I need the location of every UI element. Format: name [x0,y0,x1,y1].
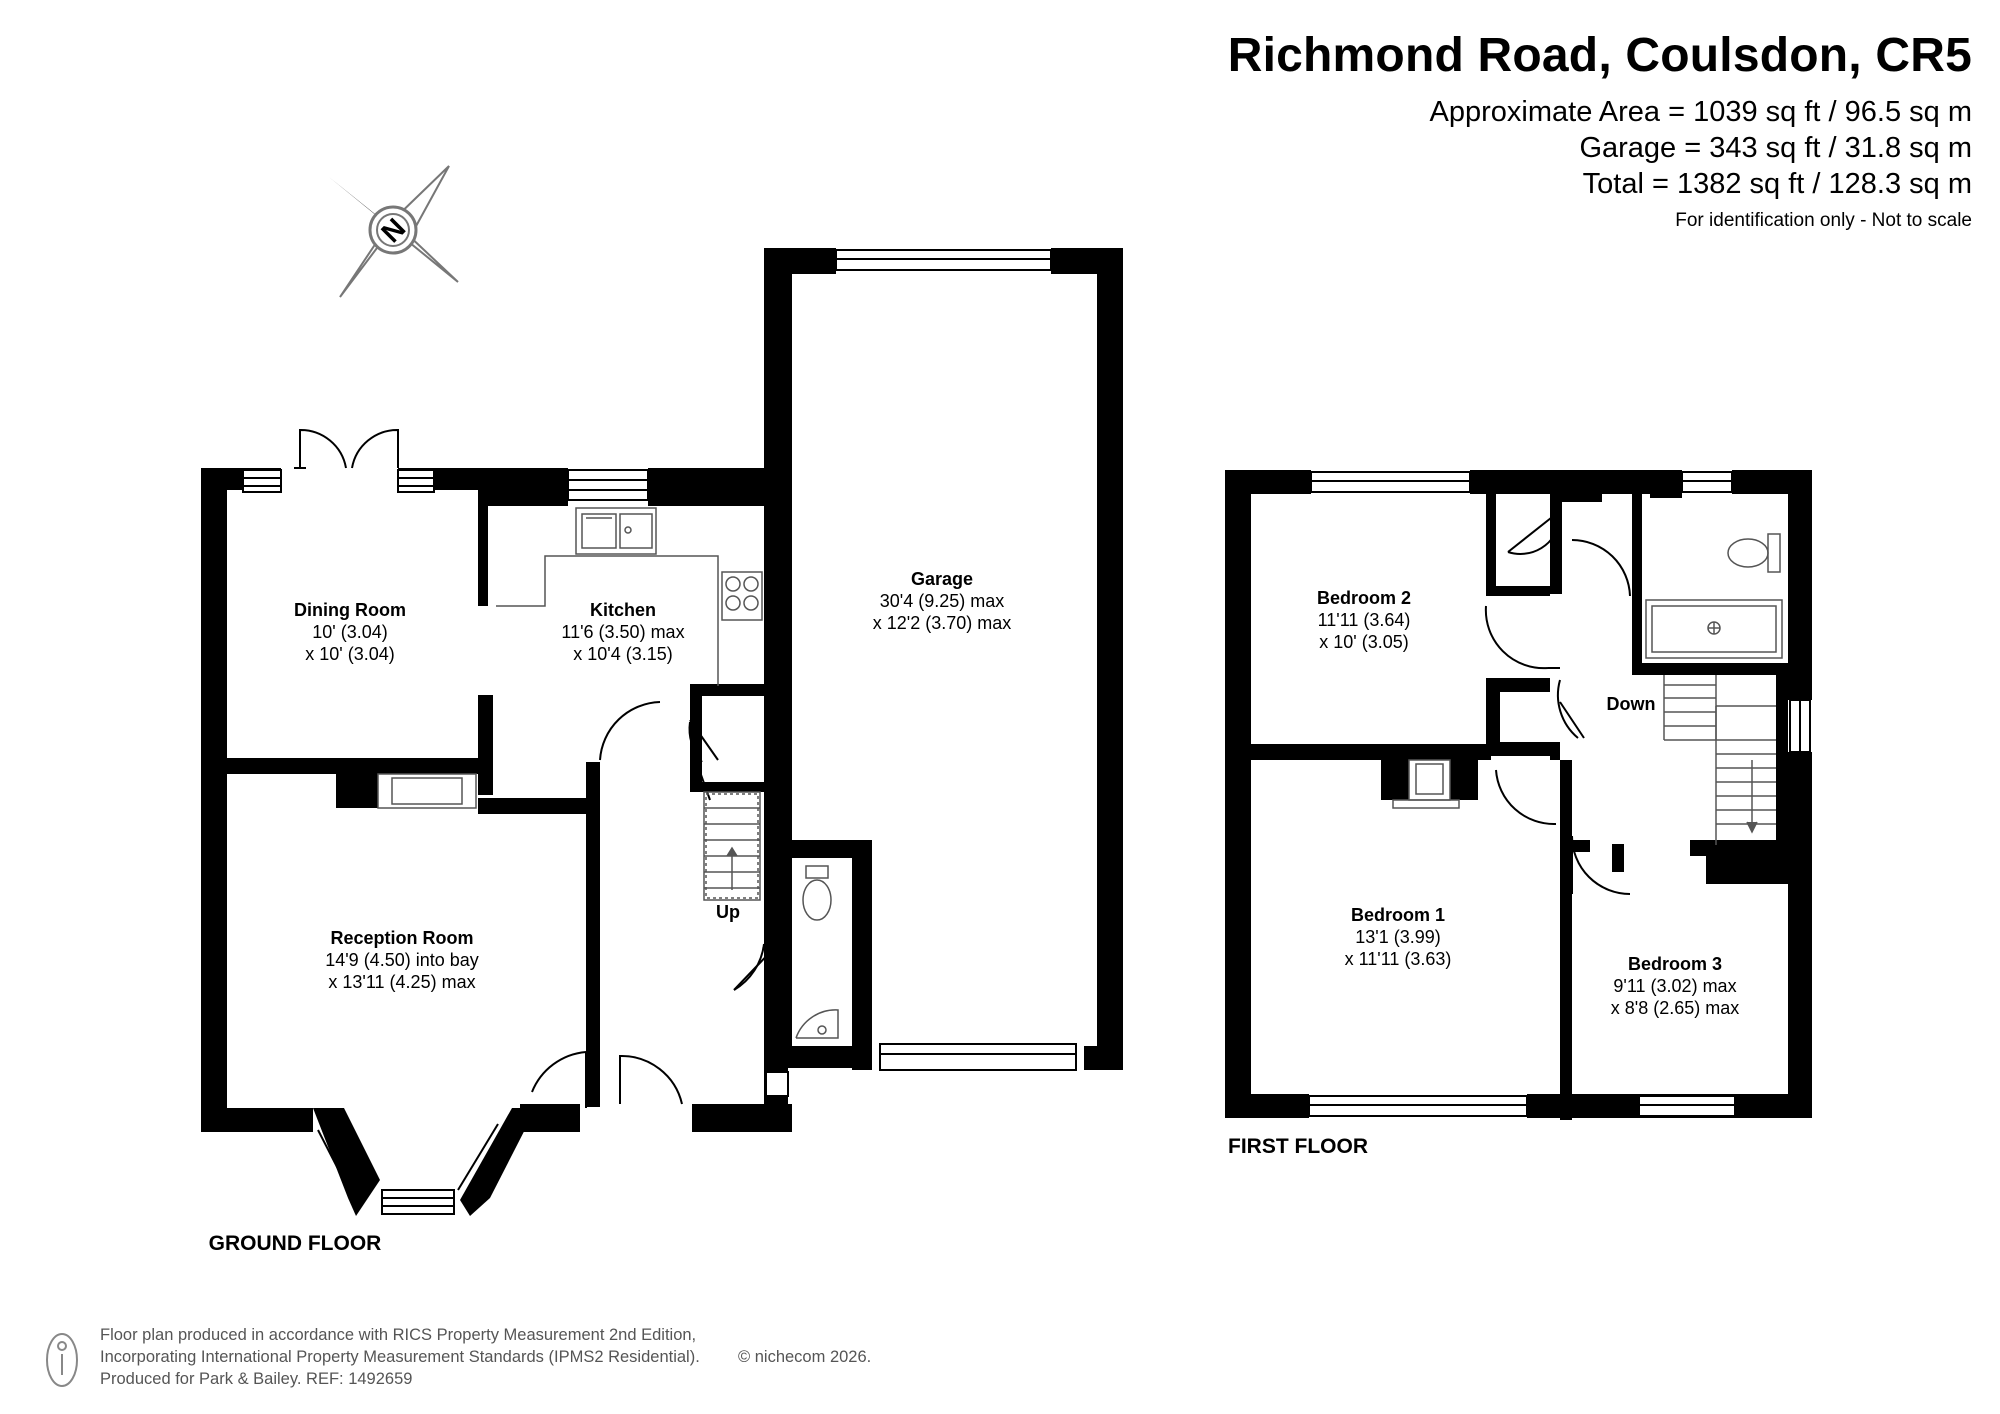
reception-fireplace [377,773,477,809]
disclaimer-note: For identification only - Not to scale [1675,210,1972,231]
ground-floor-doors [294,428,777,1108]
garage-dim1: 30'4 (9.25) max [880,591,1005,611]
bedroom1-dim1: 13'1 (3.99) [1355,927,1441,947]
first-floor-stairs [1663,675,1776,845]
footer-copyright: © nichecom 2026. [738,1348,871,1366]
wc-fixtures [795,865,839,1039]
garage-name: Garage [911,569,973,589]
approximate-area: Approximate Area = 1039 sq ft / 96.5 sq … [1429,96,1972,128]
garage-dim2: x 12'2 (3.70) max [873,613,1012,633]
reception-room-name: Reception Room [330,928,473,948]
bathroom-fixtures [1645,533,1783,659]
total-area: Total = 1382 sq ft / 128.3 sq m [1582,168,1972,200]
footer-line3: Produced for Park & Bailey. REF: 1492659 [100,1370,412,1388]
bedroom3-label: Bedroom 3 9'11 (3.02) max x 8'8 (2.65) m… [1611,954,1740,1018]
footer-line2: Incorporating International Property Mea… [100,1348,700,1366]
ground-floor-windows [242,249,1077,1215]
bedroom3-dim2: x 8'8 (2.65) max [1611,998,1740,1018]
reception-room-label: Reception Room 14'9 (4.50) into bay x 13… [325,928,479,992]
bedroom2-label: Bedroom 2 11'11 (3.64) x 10' (3.05) [1317,588,1411,652]
bedroom2-name: Bedroom 2 [1317,588,1411,608]
kitchen-dim1: 11'6 (3.50) max [561,622,684,642]
bedroom1-dim2: x 11'11 (3.63) [1345,949,1452,969]
dining-room-dim1: 10' (3.04) [312,622,387,642]
kitchen-name: Kitchen [590,600,656,620]
stairs-down-label: Down [1607,694,1656,714]
ground-floor-walls [201,248,1123,1216]
dining-room-name: Dining Room [294,600,406,620]
kitchen-dim2: x 10'4 (3.15) [573,644,673,664]
north-compass-icon: N [329,165,459,298]
kitchen-fixtures [496,507,763,686]
dining-room-label: Dining Room 10' (3.04) x 10' (3.04) [294,600,406,664]
bedroom3-name: Bedroom 3 [1628,954,1722,974]
stairs-up-label: Up [716,902,740,922]
bedroom1-fireplace [1392,759,1460,809]
bedroom1-name: Bedroom 1 [1351,905,1445,925]
garage-label: Garage 30'4 (9.25) max x 12'2 (3.70) max [873,569,1012,633]
bedroom3-dim1: 9'11 (3.02) max [1613,976,1736,996]
person-logo-icon [46,1333,78,1387]
dining-room-dim2: x 10' (3.04) [305,644,394,664]
reception-room-dim2: x 13'11 (4.25) max [328,972,475,992]
bedroom2-dim1: 11'11 (3.64) [1318,610,1411,630]
first-floor-label: FIRST FLOOR [1228,1135,1368,1158]
bedroom1-label: Bedroom 1 13'1 (3.99) x 11'11 (3.63) [1345,905,1452,969]
kitchen-label: Kitchen 11'6 (3.50) max x 10'4 (3.15) [561,600,684,664]
bay-window [317,1123,511,1197]
first-floor-doors [1484,513,1631,895]
plan-title: Richmond Road, Coulsdon, CR5 [1227,29,1972,82]
first-floor-walls [1225,470,1812,1120]
first-floor-windows [1308,471,1811,1117]
bedroom2-dim2: x 10' (3.05) [1319,632,1408,652]
ground-floor-label: GROUND FLOOR [209,1232,382,1255]
footer-line1: Floor plan produced in accordance with R… [100,1326,696,1344]
reception-room-dim1: 14'9 (4.50) into bay [325,950,479,970]
ground-floor-stairs [703,791,761,901]
garage-area: Garage = 343 sq ft / 31.8 sq m [1579,132,1972,164]
